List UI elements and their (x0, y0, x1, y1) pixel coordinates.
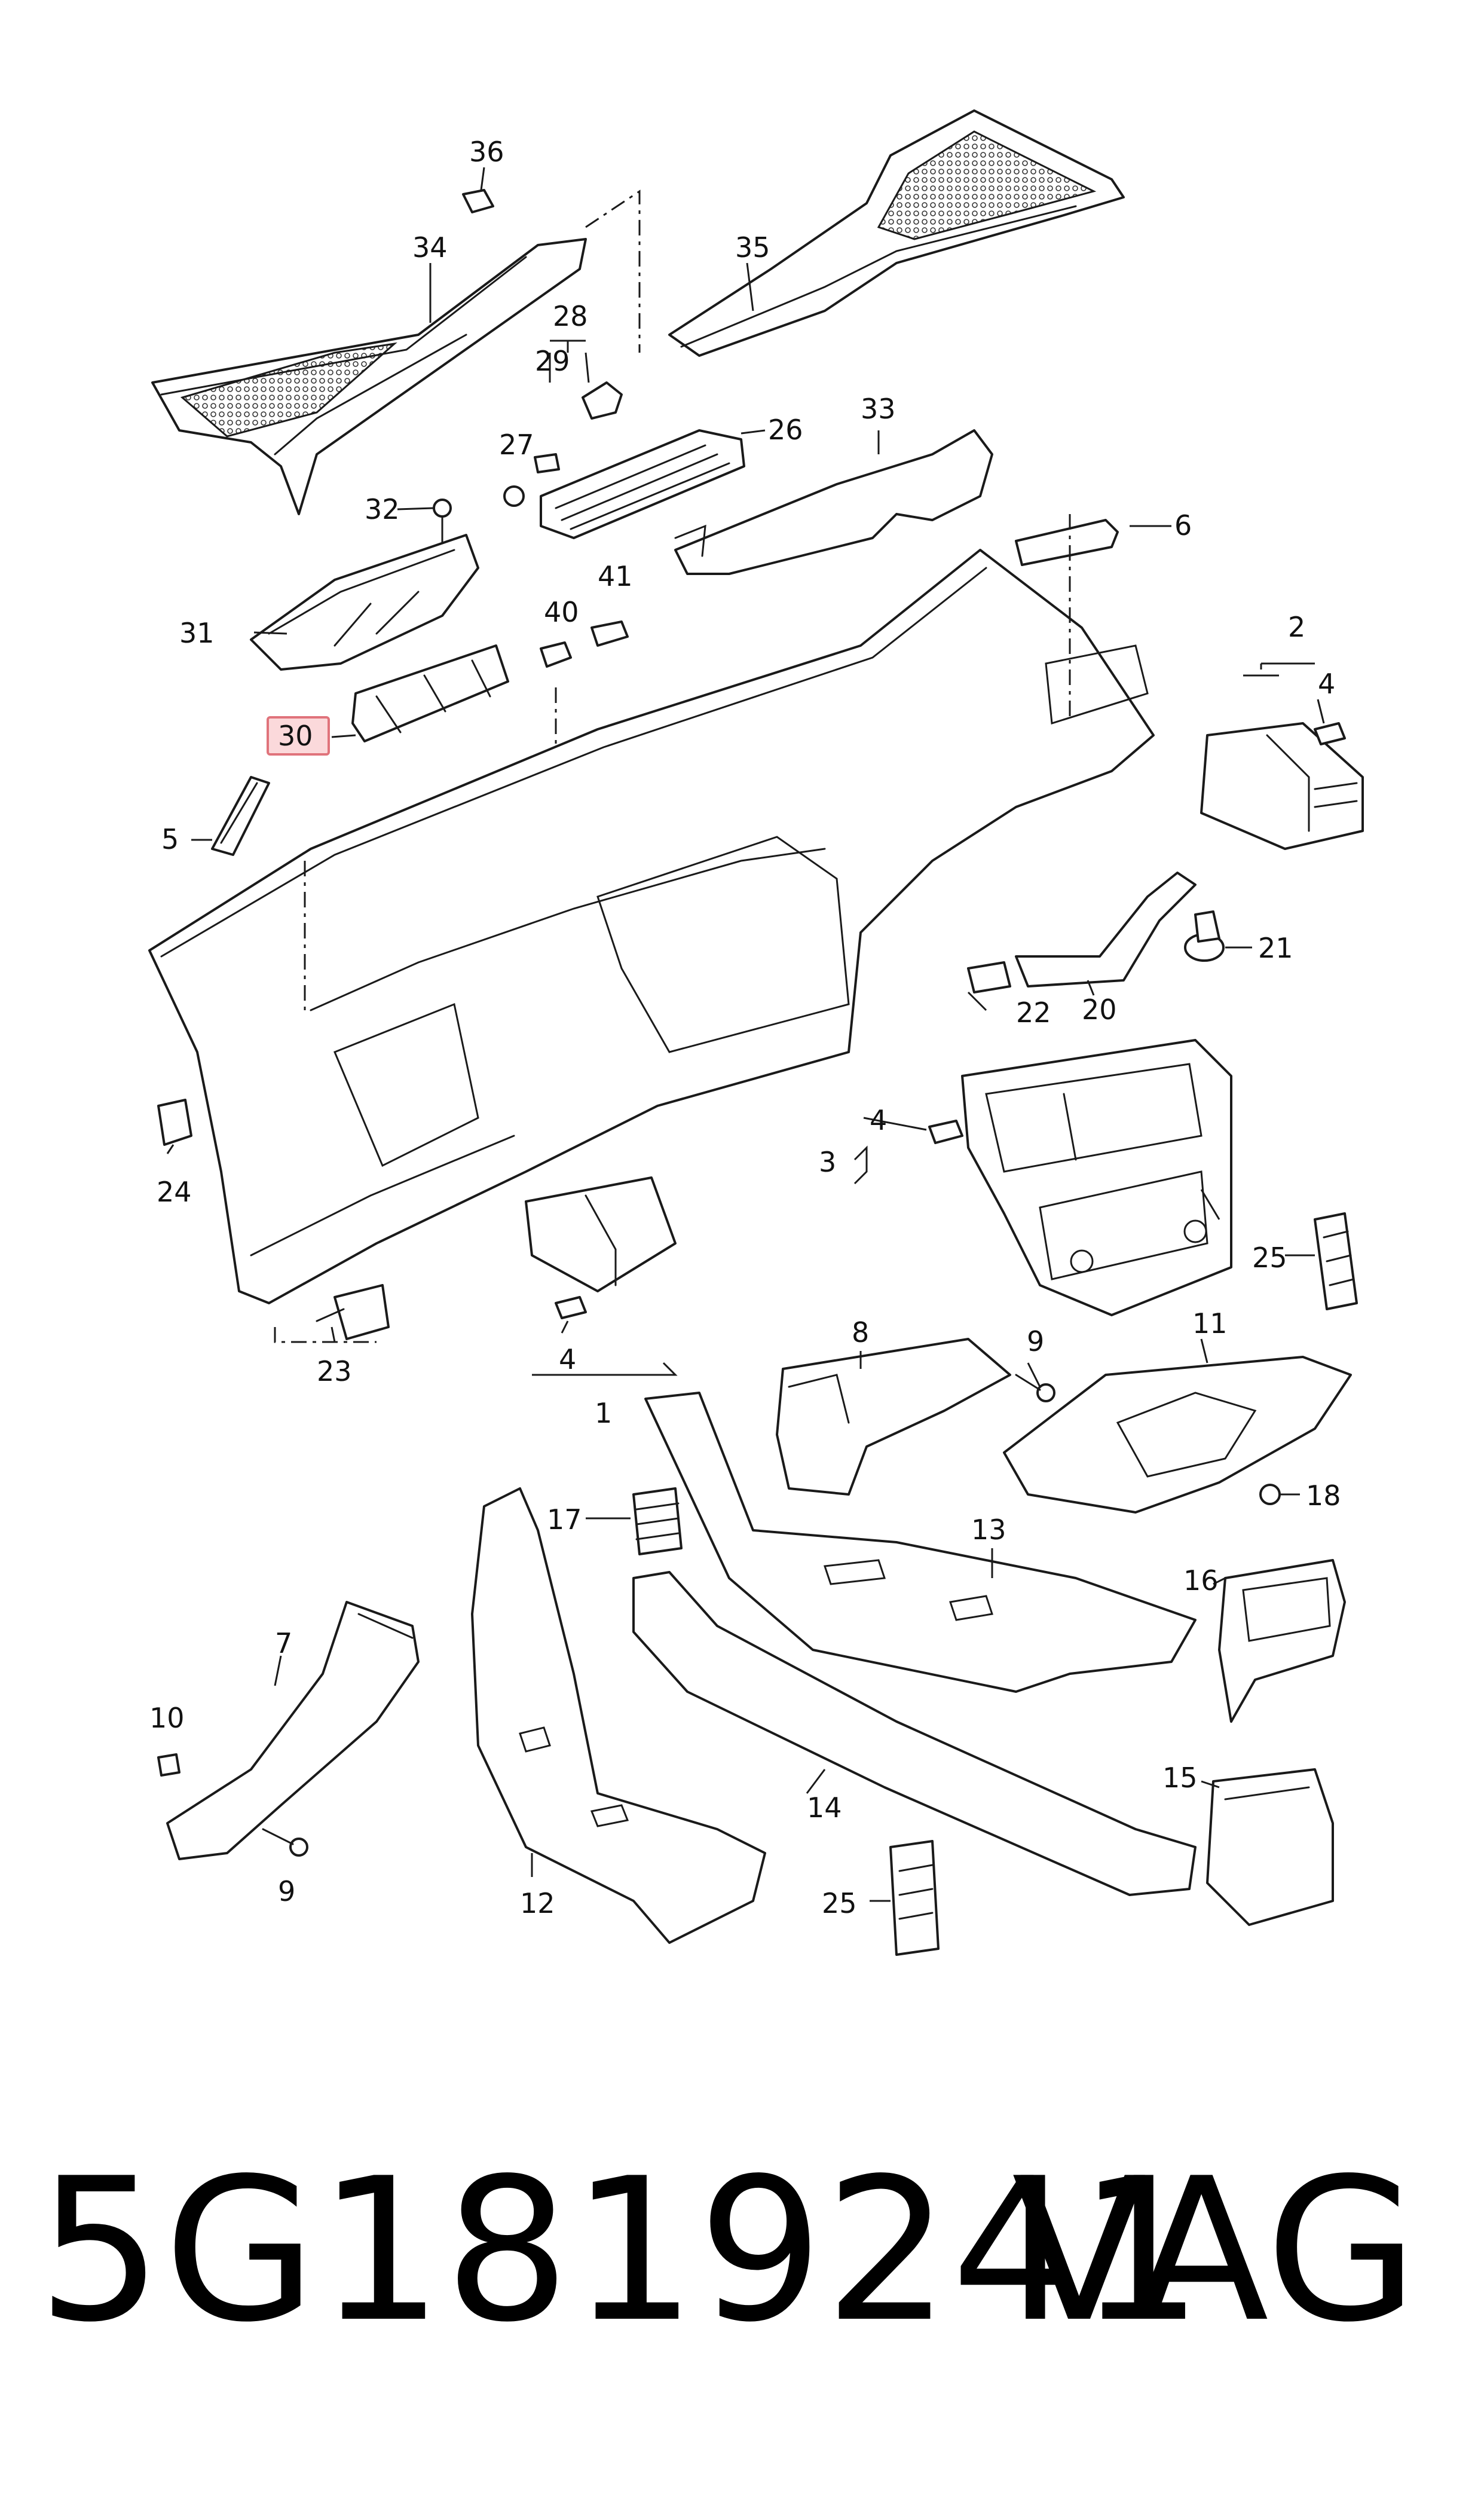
callout-3: 3 (819, 1146, 836, 1178)
callout-25-upper: 25 (1252, 1242, 1287, 1274)
part-11-tray (1003, 1356, 1352, 1514)
callout-33: 33 (861, 393, 896, 425)
part-25-grille-b (889, 1840, 940, 1956)
callout-2: 2 (1288, 611, 1305, 643)
callout-4-left: 4 (559, 1343, 576, 1375)
part-36-clip (462, 189, 494, 213)
callout-40: 40 (544, 596, 579, 628)
callout-18: 18 (1306, 1479, 1341, 1512)
brand-label: VAG (1011, 2136, 1418, 2365)
part-18-screw (1259, 1484, 1281, 1505)
part-4-clip-b (928, 1120, 963, 1144)
part-20-hose (1015, 872, 1197, 988)
callout-21: 21 (1258, 932, 1293, 964)
part-21-grommet (1184, 910, 1225, 962)
part-25-grille-a (1314, 1212, 1358, 1310)
part-40-clip (540, 641, 572, 668)
callout-36: 36 (469, 136, 504, 168)
callout-13: 13 (971, 1514, 1006, 1546)
callout-34: 34 (412, 231, 448, 264)
callout-25-lower: 25 (822, 1887, 857, 1919)
callout-32: 32 (365, 493, 400, 525)
callout-41: 41 (598, 560, 633, 592)
callout-16: 16 (1183, 1564, 1219, 1597)
exploded-parts-diagram: 36 34 35 28 29 33 26 27 32 6 40 41 31 2 … (148, 109, 1364, 1956)
part-23-sensor (316, 1284, 390, 1340)
part-41-clip (590, 620, 629, 647)
callout-7: 7 (275, 1627, 292, 1659)
dashboard-main-body (148, 549, 1155, 1304)
part-35-right-cowl (668, 109, 1125, 357)
leader-lines (166, 167, 1325, 1902)
callout-11: 11 (1192, 1307, 1228, 1340)
part-7-duct (166, 1601, 420, 1860)
callout-23: 23 (317, 1355, 352, 1387)
callout-22: 22 (1016, 996, 1051, 1029)
callout-29: 29 (535, 345, 570, 377)
part-27-nut (503, 453, 560, 507)
part-9-screw-a (1015, 1374, 1055, 1402)
part-16-rear-vent (1218, 1559, 1346, 1723)
callout-35: 35 (735, 231, 770, 264)
part-12-duct (471, 1487, 766, 1944)
part-26-defrost-grille (540, 429, 745, 539)
callout-24: 24 (157, 1176, 192, 1208)
part-9-screw-b (262, 1828, 308, 1857)
alignment-line (585, 189, 641, 353)
callout-30: 30 (278, 720, 313, 752)
callout-28: 28 (553, 300, 588, 332)
part-6-side-vent (1015, 519, 1119, 566)
part-8-bracket (776, 1338, 1011, 1496)
part-33-upper-rail (674, 429, 993, 575)
callout-labels: 36 34 35 28 29 33 26 27 32 6 40 41 31 2 … (149, 136, 1341, 1919)
part-17-block (632, 1487, 683, 1555)
part-number: 5G1819241 (37, 2136, 1205, 2365)
callout-5: 5 (161, 823, 179, 855)
part-4-clip-c (555, 1296, 587, 1319)
callout-20: 20 (1082, 993, 1117, 1026)
part-4-clip-a (1314, 722, 1346, 745)
callout-17: 17 (547, 1503, 582, 1536)
part-10-clip (157, 1753, 180, 1777)
callout-31: 31 (179, 617, 215, 649)
callout-6: 6 (1174, 509, 1192, 542)
part-30-centre-vent (351, 644, 509, 742)
callout-14: 14 (807, 1792, 842, 1824)
callout-26: 26 (768, 414, 803, 446)
part-14-duct (632, 1571, 1197, 1896)
part-15-connector (1206, 1768, 1334, 1926)
part-2-right-vent (1200, 722, 1364, 850)
part-31-vent-housing (250, 534, 479, 671)
callout-9-upper: 9 (1027, 1325, 1044, 1358)
part-1-left-vent (525, 1176, 677, 1292)
part-13-duct (644, 1392, 1197, 1693)
part-24-clip (157, 1099, 192, 1146)
part-3-centre-frame (961, 1039, 1232, 1316)
part-5-side-vent (211, 776, 270, 856)
callout-1: 1 (595, 1397, 612, 1429)
callout-10: 10 (149, 1702, 185, 1734)
callout-4-centre: 4 (870, 1104, 887, 1136)
callout-8: 8 (852, 1316, 869, 1349)
callout-4-right: 4 (1318, 668, 1335, 700)
part-22-connector (967, 961, 1011, 993)
callout-12: 12 (520, 1887, 555, 1919)
part-29-clip (582, 381, 623, 420)
part-34-left-cowl (151, 238, 587, 515)
callout-15: 15 (1162, 1762, 1198, 1794)
callout-27: 27 (499, 429, 534, 461)
highlight-box-part-30 (267, 716, 330, 756)
callout-9-lower: 9 (278, 1875, 295, 1907)
